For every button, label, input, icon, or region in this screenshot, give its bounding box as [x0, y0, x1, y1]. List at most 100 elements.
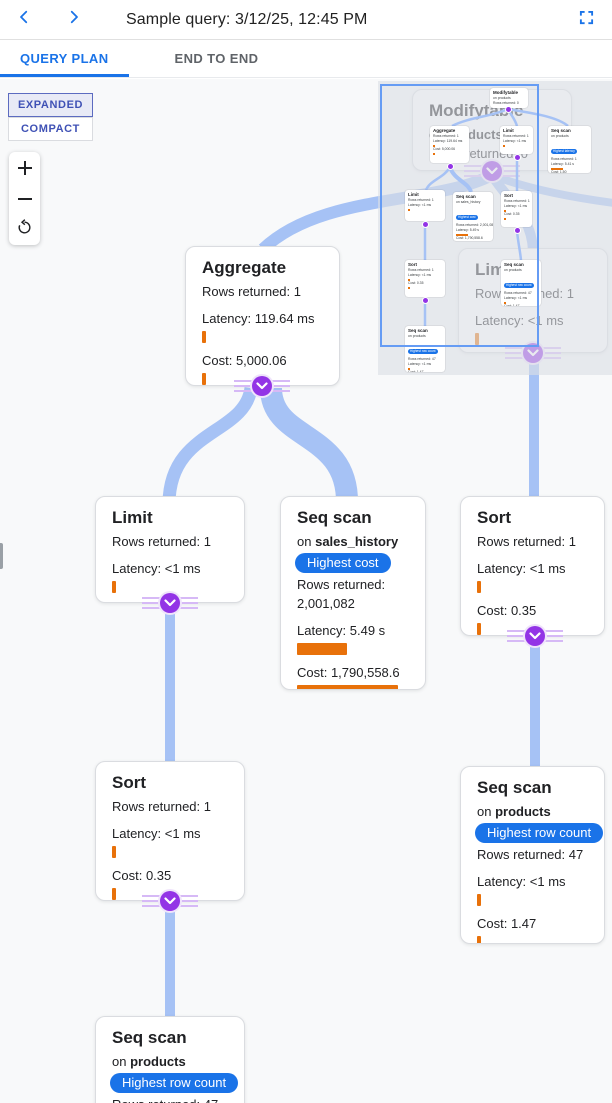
plan-node-limit[interactable]: Limit Rows returned: 1 Latency: <1 ms [95, 496, 245, 603]
node-title: Seq scan [477, 778, 552, 797]
tab-query-plan[interactable]: QUERY PLAN [0, 40, 129, 77]
zoom-out-button[interactable] [9, 183, 40, 214]
latency-bar [477, 581, 481, 593]
plan-node-seq-scan-products-bottom[interactable]: Seq scan on products Highest row count R… [95, 1016, 245, 1103]
node-table-row: on products [477, 804, 551, 819]
latency-bar [477, 894, 481, 906]
cost: Cost: 0.35 [112, 868, 172, 883]
cost-bar [297, 685, 398, 689]
chevron-down-icon [160, 593, 180, 613]
node-title: Sort [477, 508, 511, 527]
node-title: Seq scan [112, 1028, 187, 1047]
minimap-status-badge: Highest cost [456, 215, 478, 220]
minimap-edge [448, 166, 473, 193]
next-query-button[interactable] [58, 4, 90, 36]
table-name: sales_history [315, 534, 399, 549]
cost-bar [112, 888, 116, 900]
latency-bar [202, 331, 206, 343]
node-title: Limit [112, 508, 153, 527]
plan-node-sort-left[interactable]: Sort Rows returned: 1 Latency: <1 ms Cos… [95, 761, 245, 901]
previous-query-button[interactable] [8, 4, 40, 36]
minimap-connector-dot [505, 106, 511, 112]
latency-bar [297, 643, 347, 655]
minimap-status-badge: Highest row count [504, 283, 534, 288]
collapse-connector[interactable] [507, 626, 563, 646]
expanded-button[interactable]: EXPANDED [8, 93, 93, 117]
table-name: products [130, 1054, 186, 1069]
status-badge: Highest cost [295, 553, 391, 573]
node-table-row: on sales_history [297, 534, 399, 549]
panel-drag-handle[interactable] [0, 543, 3, 569]
minimap-connector-dot [422, 221, 428, 227]
rows-returned: Rows returned: 1 [112, 799, 211, 814]
tab-bar: QUERY PLAN END TO END [0, 40, 612, 78]
latency: Latency: 5.49 s [297, 623, 386, 638]
page-title: Sample query: 3/12/25, 12:45 PM [126, 10, 368, 28]
rows-returned: Rows returned: 2,001,082 [297, 577, 386, 611]
latency: Latency: <1 ms [477, 874, 566, 889]
fullscreen-button[interactable] [574, 8, 598, 32]
compact-button[interactable]: COMPACT [8, 117, 93, 141]
zoom-in-button[interactable] [9, 152, 40, 183]
chevron-down-icon [252, 376, 272, 396]
plan-node-sort-right[interactable]: Sort Rows returned: 1 Latency: <1 ms Cos… [460, 496, 605, 636]
minimap-edge [507, 107, 569, 128]
view-toggle: EXPANDED COMPACT [8, 93, 93, 141]
minimap-connector-dot [422, 297, 428, 303]
table-name: products [495, 804, 551, 819]
cost: Cost: 1,790,558.6 [297, 665, 400, 680]
minimap-edge [424, 166, 452, 191]
minimap-connector-dot [447, 163, 453, 169]
latency-bar [112, 581, 116, 593]
node-table-row: on products [112, 1054, 186, 1069]
cost-bar [477, 936, 481, 943]
cost: Cost: 1.47 [477, 916, 537, 931]
query-plan-canvas[interactable]: Modifytable on products Rows returned: 0… [0, 79, 612, 1103]
rows-returned: Rows returned: 1 [202, 284, 301, 299]
tab-end-to-end[interactable]: END TO END [174, 51, 259, 66]
fullscreen-icon [579, 10, 594, 30]
plan-node-seq-scan-sales-history[interactable]: Seq scan on sales_history Highest cost R… [280, 496, 426, 690]
latency: Latency: 119.64 ms [202, 311, 315, 326]
rows-returned: Rows returned: 47 [477, 847, 584, 862]
plan-node-aggregate[interactable]: Aggregate Rows returned: 1 Latency: 119.… [185, 246, 340, 386]
collapse-connector[interactable] [234, 376, 290, 396]
minimap-viewport[interactable] [380, 84, 539, 347]
zoom-controls [9, 152, 40, 245]
chevron-left-icon [15, 8, 33, 31]
chevron-down-icon [160, 891, 180, 911]
minimap-edge [515, 230, 523, 261]
rotate-left-icon [16, 218, 33, 241]
collapse-connector[interactable] [142, 891, 198, 911]
cost: Cost: 0.35 [477, 603, 537, 618]
minus-icon [17, 197, 32, 200]
cost-bar [477, 623, 481, 635]
node-title: Sort [112, 773, 146, 792]
minimap-status-badge: Highest latency [551, 149, 577, 154]
status-badge: Highest row count [475, 823, 604, 843]
rows-returned: Rows returned: 1 [477, 534, 576, 549]
latency: Latency: <1 ms [112, 826, 201, 841]
plus-icon [17, 160, 32, 175]
status-badge: Highest row count [110, 1073, 239, 1093]
collapse-connector[interactable] [142, 593, 198, 613]
latency: Latency: <1 ms [477, 561, 566, 576]
chevron-down-icon [525, 626, 545, 646]
plan-node-seq-scan-products-right[interactable]: Seq scan on products Highest row count R… [460, 766, 605, 944]
minimap-edges [423, 107, 569, 326]
node-title: Seq scan [297, 508, 372, 527]
cost: Cost: 5,000.06 [202, 353, 287, 368]
node-title: Aggregate [202, 258, 287, 277]
latency-bar [112, 846, 116, 858]
reset-zoom-button[interactable] [9, 214, 40, 245]
